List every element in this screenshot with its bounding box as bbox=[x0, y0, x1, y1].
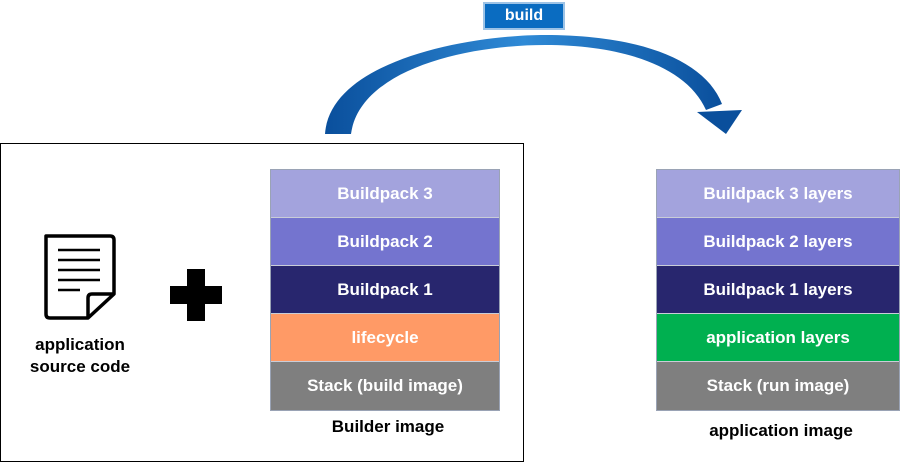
build-label: build bbox=[483, 2, 565, 30]
application-image-caption: application image bbox=[709, 421, 853, 440]
source-label-line2: source code bbox=[29, 357, 131, 376]
application-image-stack: Buildpack 3 layers Buildpack 2 layers Bu… bbox=[656, 169, 900, 411]
app-layer-buildpack-2: Buildpack 2 layers bbox=[657, 218, 899, 266]
app-layer-stack: Stack (run image) bbox=[657, 362, 899, 410]
app-layer-buildpack-1: Buildpack 1 layers bbox=[657, 266, 899, 314]
builder-layer-buildpack-3: Buildpack 3 bbox=[271, 170, 499, 218]
builder-layer-buildpack-2: Buildpack 2 bbox=[271, 218, 499, 266]
document-icon bbox=[44, 234, 116, 320]
app-layer-application: application layers bbox=[657, 314, 899, 362]
source-label-line1: application bbox=[35, 335, 125, 354]
source-code-label: application source code bbox=[24, 334, 136, 378]
builder-layer-lifecycle: lifecycle bbox=[271, 314, 499, 362]
builder-image-caption: Builder image bbox=[331, 417, 445, 436]
app-layer-buildpack-3: Buildpack 3 layers bbox=[657, 170, 899, 218]
builder-layer-stack: Stack (build image) bbox=[271, 362, 499, 410]
plus-icon bbox=[170, 269, 222, 321]
builder-image-stack: Buildpack 3 Buildpack 2 Buildpack 1 life… bbox=[270, 169, 500, 411]
builder-layer-buildpack-1: Buildpack 1 bbox=[271, 266, 499, 314]
